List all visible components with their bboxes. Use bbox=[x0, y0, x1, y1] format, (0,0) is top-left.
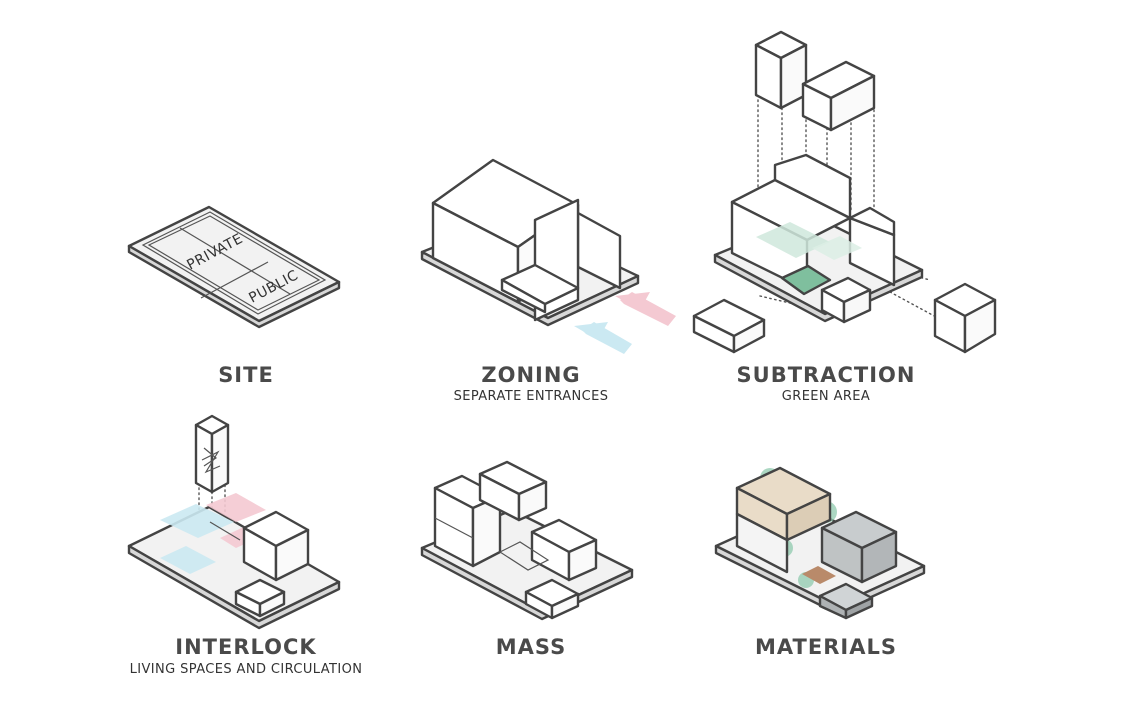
materials-wood-deck bbox=[802, 566, 836, 584]
site-parcel bbox=[141, 211, 327, 315]
mass-bottom-block bbox=[524, 578, 580, 620]
materials-concrete-block bbox=[820, 510, 898, 584]
zoning-title: ZONING bbox=[481, 363, 580, 387]
mass-diagram bbox=[420, 460, 634, 621]
interlock-tower bbox=[194, 414, 230, 494]
interlock-main-block bbox=[242, 510, 310, 582]
zoning-right-block bbox=[500, 198, 622, 322]
subtraction-diagram bbox=[692, 30, 997, 354]
materials-title: MATERIALS bbox=[755, 635, 897, 659]
zoning-diagram bbox=[420, 158, 676, 354]
public-entrance-arrow bbox=[574, 322, 632, 354]
subtraction-main-block bbox=[730, 153, 896, 292]
subtracted-block-right bbox=[933, 282, 997, 354]
site-slab bbox=[127, 205, 341, 329]
interlock-subtitle: LIVING SPACES AND CIRCULATION bbox=[130, 662, 363, 677]
mass-right-block bbox=[530, 518, 598, 582]
mass-title: MASS bbox=[496, 635, 566, 659]
mass-top-block bbox=[478, 460, 548, 522]
subtraction-small-block bbox=[820, 276, 872, 324]
subtracted-tower-left bbox=[754, 30, 808, 110]
materials-small-block bbox=[818, 582, 874, 620]
private-entrance-arrow bbox=[615, 292, 676, 326]
interlock-title: INTERLOCK bbox=[175, 635, 316, 659]
interlock-diagram bbox=[127, 414, 341, 630]
subtracted-tower-right bbox=[801, 60, 876, 132]
subtracted-block-left bbox=[692, 298, 766, 354]
interlock-slab bbox=[127, 505, 341, 630]
site-diagram: PRIVATE PUBLIC bbox=[127, 205, 341, 329]
materials-glass-block bbox=[735, 512, 789, 574]
interlock-zones bbox=[160, 493, 266, 574]
zoning-subtitle: SEPARATE ENTRANCES bbox=[454, 389, 609, 404]
materials-wood-block bbox=[735, 466, 832, 542]
mass-connector bbox=[498, 541, 550, 571]
green-area bbox=[756, 222, 862, 296]
subtraction-subtitle: GREEN AREA bbox=[782, 389, 870, 404]
subtraction-title: SUBTRACTION bbox=[737, 363, 916, 387]
interlock-small-block bbox=[234, 578, 286, 618]
materials-diagram bbox=[714, 466, 926, 620]
site-title: SITE bbox=[218, 363, 274, 387]
